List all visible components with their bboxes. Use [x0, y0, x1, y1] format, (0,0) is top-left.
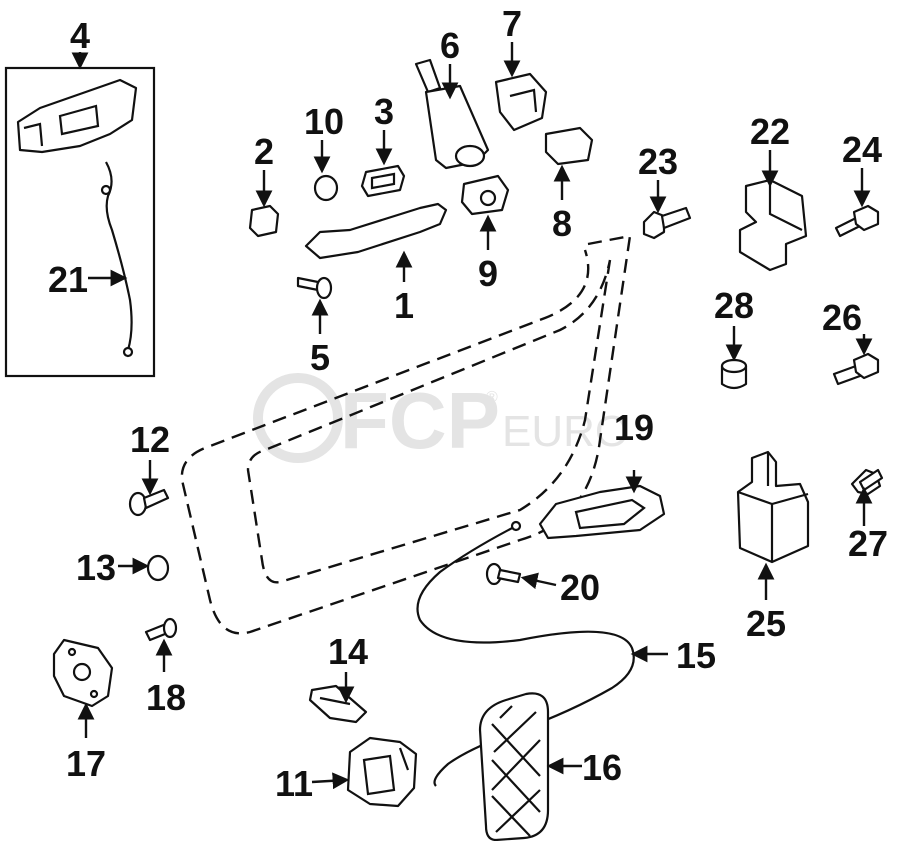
part-11-latch[interactable]: [346, 736, 418, 808]
callout-23: 23: [638, 141, 678, 182]
callout-9: 9: [478, 253, 498, 294]
callout-21: 21: [48, 259, 88, 300]
part-23-bolt[interactable]: [642, 206, 692, 240]
watermark-suffix: EURO: [502, 407, 629, 456]
callout-26: 26: [822, 297, 862, 338]
callout-19: 19: [614, 407, 654, 448]
part-16-module-panel[interactable]: [478, 692, 550, 841]
part-15-cable[interactable]: [416, 520, 635, 787]
watermark: FCP ® EURO: [253, 373, 629, 465]
callout-13: 13: [76, 547, 116, 588]
part-22-bracket[interactable]: [738, 178, 808, 272]
part-17-striker[interactable]: [52, 638, 114, 708]
callout-27: 27: [848, 523, 888, 564]
part-10-seal[interactable]: [313, 174, 339, 202]
part-12-pin[interactable]: [128, 488, 170, 517]
part-27-bolt[interactable]: [850, 468, 884, 496]
watermark-mark: ®: [486, 389, 498, 406]
callout-6: 6: [440, 25, 460, 66]
callout-20: 20: [560, 567, 600, 608]
part-20-screw[interactable]: [485, 562, 522, 586]
part-1-outer-handle[interactable]: [304, 202, 448, 260]
part-18-pin[interactable]: [144, 617, 178, 642]
callout-3: 3: [374, 91, 394, 132]
callout-5: 5: [310, 337, 330, 378]
part-28-cap[interactable]: [720, 358, 748, 390]
callout-25: 25: [746, 603, 786, 644]
callout-labels: 4 21 2 10 3 6 7 8 9 1 5 23 22 24 28 26 2…: [48, 3, 888, 804]
part-3-cap[interactable]: [360, 164, 406, 198]
callout-22: 22: [750, 111, 790, 152]
callout-10: 10: [304, 101, 344, 142]
callout-11: 11: [275, 763, 313, 804]
callout-16: 16: [582, 747, 622, 788]
callout-15: 15: [676, 635, 716, 676]
callout-4: 4: [70, 15, 90, 56]
part-4-bracket[interactable]: [16, 78, 138, 154]
callout-12: 12: [130, 419, 170, 460]
part-14-clip[interactable]: [308, 684, 368, 724]
part-19-inner-handle[interactable]: [538, 484, 666, 540]
part-2-clip[interactable]: [248, 204, 280, 238]
callout-24: 24: [842, 129, 882, 170]
callout-14: 14: [328, 631, 368, 672]
part-13-plug[interactable]: [146, 554, 170, 582]
part-7-housing[interactable]: [494, 72, 548, 132]
watermark-brand: FCP: [340, 376, 500, 465]
part-8-bezel[interactable]: [544, 126, 594, 166]
part-5-screw[interactable]: [296, 276, 333, 300]
callout-1: 1: [394, 285, 414, 326]
callout-7: 7: [502, 3, 522, 44]
part-24-bolt[interactable]: [834, 204, 880, 238]
callout-2: 2: [254, 131, 274, 172]
part-21-cable[interactable]: [100, 161, 134, 358]
callout-28: 28: [714, 285, 754, 326]
part-25-block[interactable]: [736, 450, 810, 564]
callout-8: 8: [552, 203, 572, 244]
part-26-bolt[interactable]: [832, 352, 880, 386]
part-9-trim-cover[interactable]: [460, 174, 510, 216]
callout-18: 18: [146, 677, 186, 718]
part-6-lock-cylinder[interactable]: [414, 58, 490, 170]
callout-17: 17: [66, 743, 106, 784]
leader-arrows: [71, 42, 873, 790]
